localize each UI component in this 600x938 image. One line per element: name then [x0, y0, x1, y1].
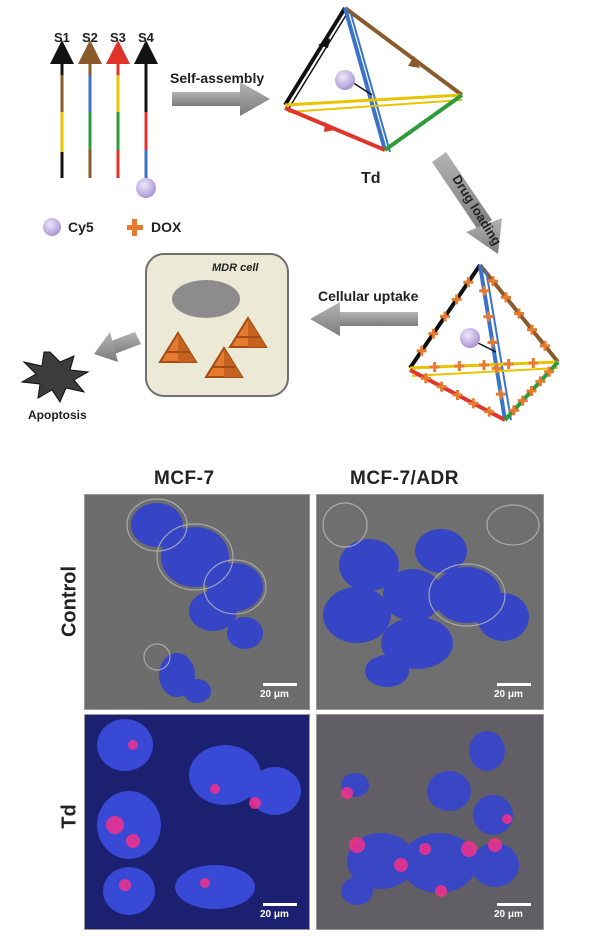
scale-bar-label: 20 μm: [494, 909, 523, 920]
strand-s4: [134, 40, 158, 198]
strand-label-s3: S3: [110, 30, 126, 45]
dox-mark: [512, 405, 516, 416]
dox-mark: [507, 359, 511, 369]
row-title-control: Control: [58, 565, 81, 638]
dox-mark: [440, 381, 444, 392]
drug-loading-arrow: [432, 152, 502, 254]
dox-mark: [456, 390, 459, 400]
apoptosis-burst-icon: [20, 351, 90, 404]
td-in-cell-icon: [204, 346, 244, 378]
strand-label-s2: S2: [82, 30, 98, 45]
tetrahedron-dox-loaded: [408, 263, 560, 422]
micrograph-control-mcf7-adr: 20 μm: [316, 494, 544, 710]
dox-mark: [543, 340, 547, 351]
apoptosis-label: Apoptosis: [28, 408, 87, 422]
column-title-mcf7-adr: MCF-7/ADR: [350, 468, 459, 489]
strand-label-s4: S4: [138, 30, 154, 45]
step-cellular-uptake-label: Cellular uptake: [318, 288, 419, 304]
dox-mark: [495, 363, 499, 374]
dox-mark: [521, 395, 525, 406]
td-in-cell-icon: [228, 316, 268, 348]
schematic-canvas: [20, 6, 560, 422]
dox-mark: [420, 345, 424, 356]
td-in-cell-icon: [158, 331, 198, 363]
td-label: Td: [361, 170, 381, 187]
row-title-td: Td: [58, 804, 81, 829]
scale-bar-label: 20 μm: [494, 689, 523, 700]
dox-mark: [547, 366, 551, 377]
dox-mark: [482, 360, 486, 370]
dox-mark: [486, 311, 490, 322]
cy5-legend-icon: [43, 218, 61, 236]
dox-mark: [491, 337, 494, 348]
self-assembly-arrow: [172, 82, 270, 116]
dox-legend-icon: [127, 219, 143, 236]
dox-mark: [431, 328, 435, 339]
scale-bar-label: 20 μm: [260, 689, 289, 700]
dox-mark: [538, 376, 542, 387]
scale-bar-label: 20 μm: [260, 909, 289, 920]
step-self-assembly-label: Self-assembly: [170, 70, 265, 86]
dox-mark: [531, 358, 535, 368]
dox-mark: [424, 373, 428, 384]
nucleus: [172, 280, 240, 318]
mdr-cell: [145, 253, 289, 397]
dox-mark: [530, 324, 534, 335]
apoptosis-arrow: [94, 332, 141, 362]
mdr-cell-label: MDR cell: [212, 262, 259, 274]
dox-mark: [530, 386, 533, 396]
micrograph-control-mcf7: 20 μm: [84, 494, 310, 710]
dox-mark: [491, 276, 495, 287]
micrograph-td-mcf7: 20 μm: [84, 714, 310, 930]
legend-dox-label: DOX: [151, 219, 182, 235]
dox-mark: [499, 389, 503, 400]
legend-cy5-label: Cy5: [68, 219, 94, 235]
cy5-dye-icon: [136, 178, 156, 198]
dox-mark: [504, 292, 508, 303]
micrograph-td-mcf7-adr: 20 μm: [316, 714, 544, 930]
dox-mark: [443, 311, 447, 322]
dox-mark: [457, 361, 461, 371]
dox-mark: [433, 362, 437, 372]
dox-mark: [487, 406, 491, 417]
column-title-mcf7: MCF-7: [154, 468, 215, 489]
dox-mark: [455, 294, 459, 305]
dox-mark: [466, 277, 470, 288]
tetrahedron-td: [283, 6, 464, 153]
cy5-dye-icon: [335, 70, 355, 90]
cellular-uptake-arrow: [310, 302, 418, 336]
dox-mark: [517, 308, 521, 319]
cy5-dye-icon: [460, 328, 480, 348]
dox-mark: [482, 285, 486, 296]
dox-mark: [471, 398, 475, 409]
strand-label-s1: S1: [54, 30, 70, 45]
